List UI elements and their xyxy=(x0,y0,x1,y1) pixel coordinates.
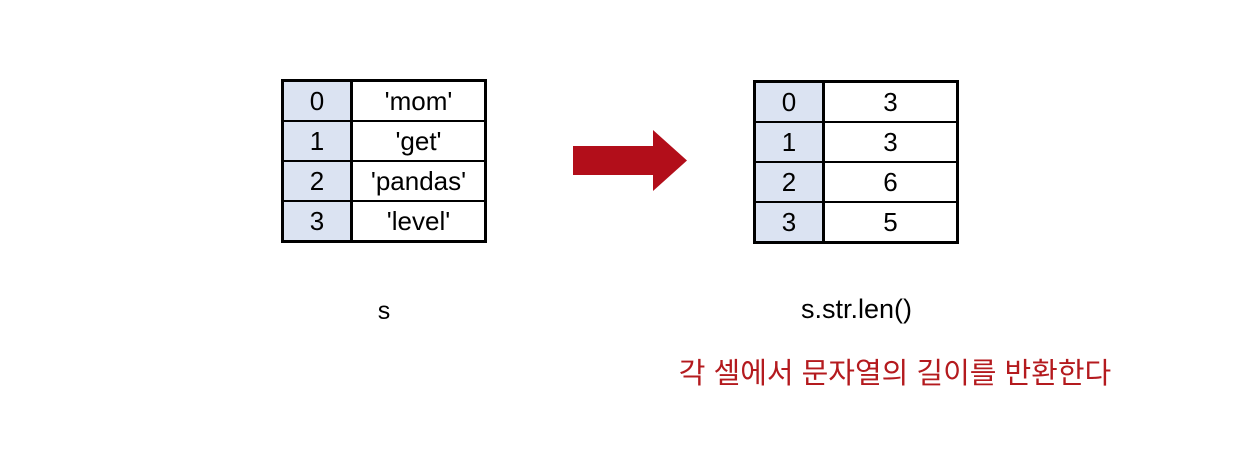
value-cell: 5 xyxy=(822,201,959,244)
value-cell: 3 xyxy=(822,121,959,163)
table-row: 2 6 xyxy=(753,161,959,203)
series-table-result: 0 3 1 3 2 6 3 5 xyxy=(753,80,959,244)
index-cell: 1 xyxy=(281,120,353,162)
index-cell: 0 xyxy=(281,79,353,122)
index-cell: 0 xyxy=(753,80,825,123)
table-row: 1 'get' xyxy=(281,120,487,162)
value-cell: 'level' xyxy=(350,200,487,243)
table-row: 1 3 xyxy=(753,121,959,163)
index-cell: 1 xyxy=(753,121,825,163)
table-row: 2 'pandas' xyxy=(281,160,487,202)
input-series-label: s xyxy=(377,297,391,325)
value-cell: 'get' xyxy=(350,120,487,162)
index-cell: 3 xyxy=(281,200,353,243)
value-cell: 3 xyxy=(822,80,959,123)
result-expression-label: s.str.len() xyxy=(800,294,913,324)
table-row: 0 3 xyxy=(753,80,959,123)
value-cell: 'pandas' xyxy=(350,160,487,202)
index-cell: 2 xyxy=(753,161,825,203)
table-row: 3 5 xyxy=(753,201,959,244)
value-cell: 'mom' xyxy=(350,79,487,122)
index-cell: 2 xyxy=(281,160,353,202)
series-table-input: 0 'mom' 1 'get' 2 'pandas' 3 'level' xyxy=(281,79,487,243)
right-block-arrow-icon xyxy=(573,130,687,191)
caption-text: 각 셀에서 문자열의 길이를 반환한다 xyxy=(678,358,1112,390)
table-row: 3 'level' xyxy=(281,200,487,243)
table-row: 0 'mom' xyxy=(281,79,487,122)
index-cell: 3 xyxy=(753,201,825,244)
value-cell: 6 xyxy=(822,161,959,203)
